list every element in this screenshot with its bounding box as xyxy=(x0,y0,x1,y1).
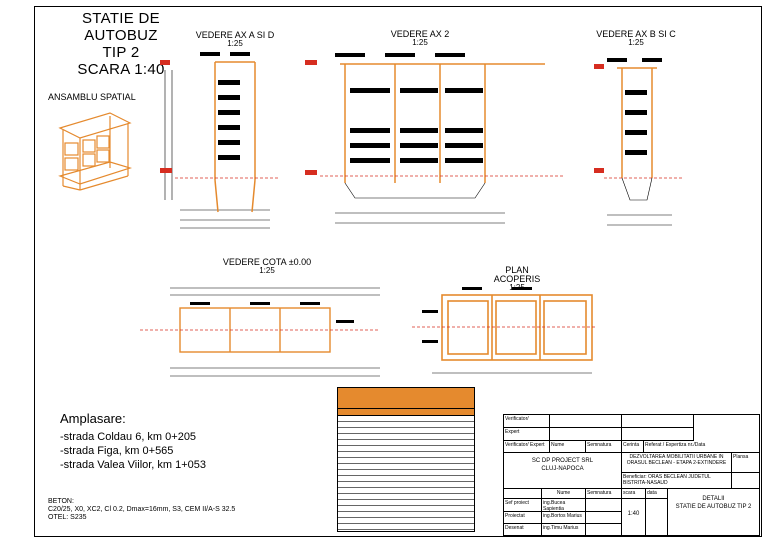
view-cota-label: VEDERE COTA ±0.00 xyxy=(222,257,312,267)
location-item: -strada Valea Viilor, km 1+053 xyxy=(60,459,207,471)
tb-semnatura: Semnatura xyxy=(586,441,622,453)
tb-data-label: data xyxy=(646,489,668,499)
tb-proiectat: Proiectat xyxy=(504,512,542,524)
drawing-sheet xyxy=(34,6,762,537)
tb-beneficiar-label: Beneficiar: xyxy=(623,474,647,480)
isometric-view xyxy=(58,112,133,191)
drawing-title: STATIE DE AUTOBUZ TIP 2 SCARA 1:40 xyxy=(46,10,196,78)
beton-label: BETON: xyxy=(48,498,74,505)
view-ax-a-d-drawing xyxy=(160,52,280,229)
location-item: -strada Coldau 6, km 0+205 xyxy=(60,431,197,443)
view-acoperis-label: PLAN ACOPERIS xyxy=(493,265,541,284)
tb-desenat: Desenat xyxy=(504,524,542,537)
tb-nume2: Nume xyxy=(542,489,586,499)
title-line-1: STATIE DE AUTOBUZ xyxy=(82,10,160,44)
spec-table-subheader xyxy=(338,409,474,416)
tb-scara-label: scara xyxy=(622,489,646,499)
tb-company: SC DP PROJECT SRL xyxy=(531,458,594,464)
view-ax-2-scale: 1:25 xyxy=(412,38,428,47)
view-ax-2-title: VEDERE AX 2 1:25 xyxy=(375,30,465,47)
tb-expert: Expert xyxy=(504,428,550,441)
view-ax-a-d-scale: 1:25 xyxy=(227,39,243,48)
view-ax-b-c-drawing xyxy=(594,58,682,226)
view-ax-a-d-label: VEDERE AX A SI D xyxy=(195,30,275,40)
view-ax-a-d-title: VEDERE AX A SI D 1:25 xyxy=(190,31,280,48)
title-block: Verificator/ Expert Verificator/ Expert … xyxy=(503,414,760,537)
view-ax-2-drawing xyxy=(305,53,565,224)
view-cota-title: VEDERE COTA ±0.00 1:25 xyxy=(222,258,312,275)
tb-drawing-title-cell: DETALII STATIE DE AUTOBUZ TIP 2 xyxy=(668,489,760,537)
title-line-2: TIP 2 xyxy=(102,44,140,61)
tb-drawing-title: STATIE DE AUTOBUZ TIP 2 xyxy=(675,504,752,510)
view-ax-b-c-scale: 1:25 xyxy=(628,38,644,47)
tb-project-title: DEZVOLTAREA MOBILITATII URBANE IN ORASUL… xyxy=(622,453,732,473)
view-acoperis-drawing xyxy=(412,287,597,374)
tb-verificator: Verificator/ xyxy=(504,415,550,428)
tb-proiectat-name: ing.Bortos Marius xyxy=(542,512,586,524)
tb-desenat-name: ing.Timu Marius xyxy=(542,524,586,537)
tb-sef-name: ing.Bucea Sapientia xyxy=(542,499,586,512)
spec-table-rows xyxy=(338,416,474,531)
spec-table-header xyxy=(338,388,474,409)
tb-cerinta: Cerinta xyxy=(622,441,644,453)
tb-scale-value: 1:40 xyxy=(622,499,646,537)
ansamblu-label: ANSAMBLU SPATIAL xyxy=(48,92,136,102)
tb-sef-proiect: Sef proiect xyxy=(504,499,542,512)
tb-detalii: DETALII xyxy=(702,496,725,502)
tb-semnatura2: Semnatura xyxy=(586,489,622,499)
location-list: -strada Coldau 6, km 0+205 -strada Figa,… xyxy=(60,430,206,472)
tb-city: CLUJ-NAPOCA xyxy=(541,466,584,472)
view-ax-b-c-title: VEDERE AX B SI C 1:25 xyxy=(588,30,684,47)
tb-company-cell: SC DP PROJECT SRL CLUJ-NAPOCA xyxy=(504,453,622,489)
beton-spec: C20/25, X0, XC2, Cl 0.2, Dmax=16mm, S3, … xyxy=(48,506,236,513)
tb-referat: Referat / Expertiza nr./Data xyxy=(644,441,760,453)
tb-nume: Nume xyxy=(550,441,586,453)
view-ax-2-label: VEDERE AX 2 xyxy=(390,29,450,39)
title-line-3: SCARA 1:40 xyxy=(77,61,165,78)
view-ax-b-c-label: VEDERE AX B SI C xyxy=(596,29,676,39)
materials-note: BETON: C20/25, X0, XC2, Cl 0.2, Dmax=16m… xyxy=(48,498,235,522)
location-item: -strada Figa, km 0+565 xyxy=(60,445,174,457)
tb-verif-expert: Verificator/ Expert xyxy=(504,441,550,453)
otel-spec: OTEL: S235 xyxy=(48,514,87,521)
location-heading: Amplasare: xyxy=(60,411,126,426)
specification-table xyxy=(337,387,475,532)
tb-plansa-number: Plansa xyxy=(732,453,760,473)
tb-beneficiar: ORAS BECLEAN JUDETUL BISTRITA-NASAUD xyxy=(623,474,711,486)
view-cota-scale: 1:25 xyxy=(259,266,275,275)
tb-beneficiar-cell: Beneficiar: ORAS BECLEAN JUDETUL BISTRIT… xyxy=(622,473,732,489)
view-cota-drawing xyxy=(140,287,380,377)
